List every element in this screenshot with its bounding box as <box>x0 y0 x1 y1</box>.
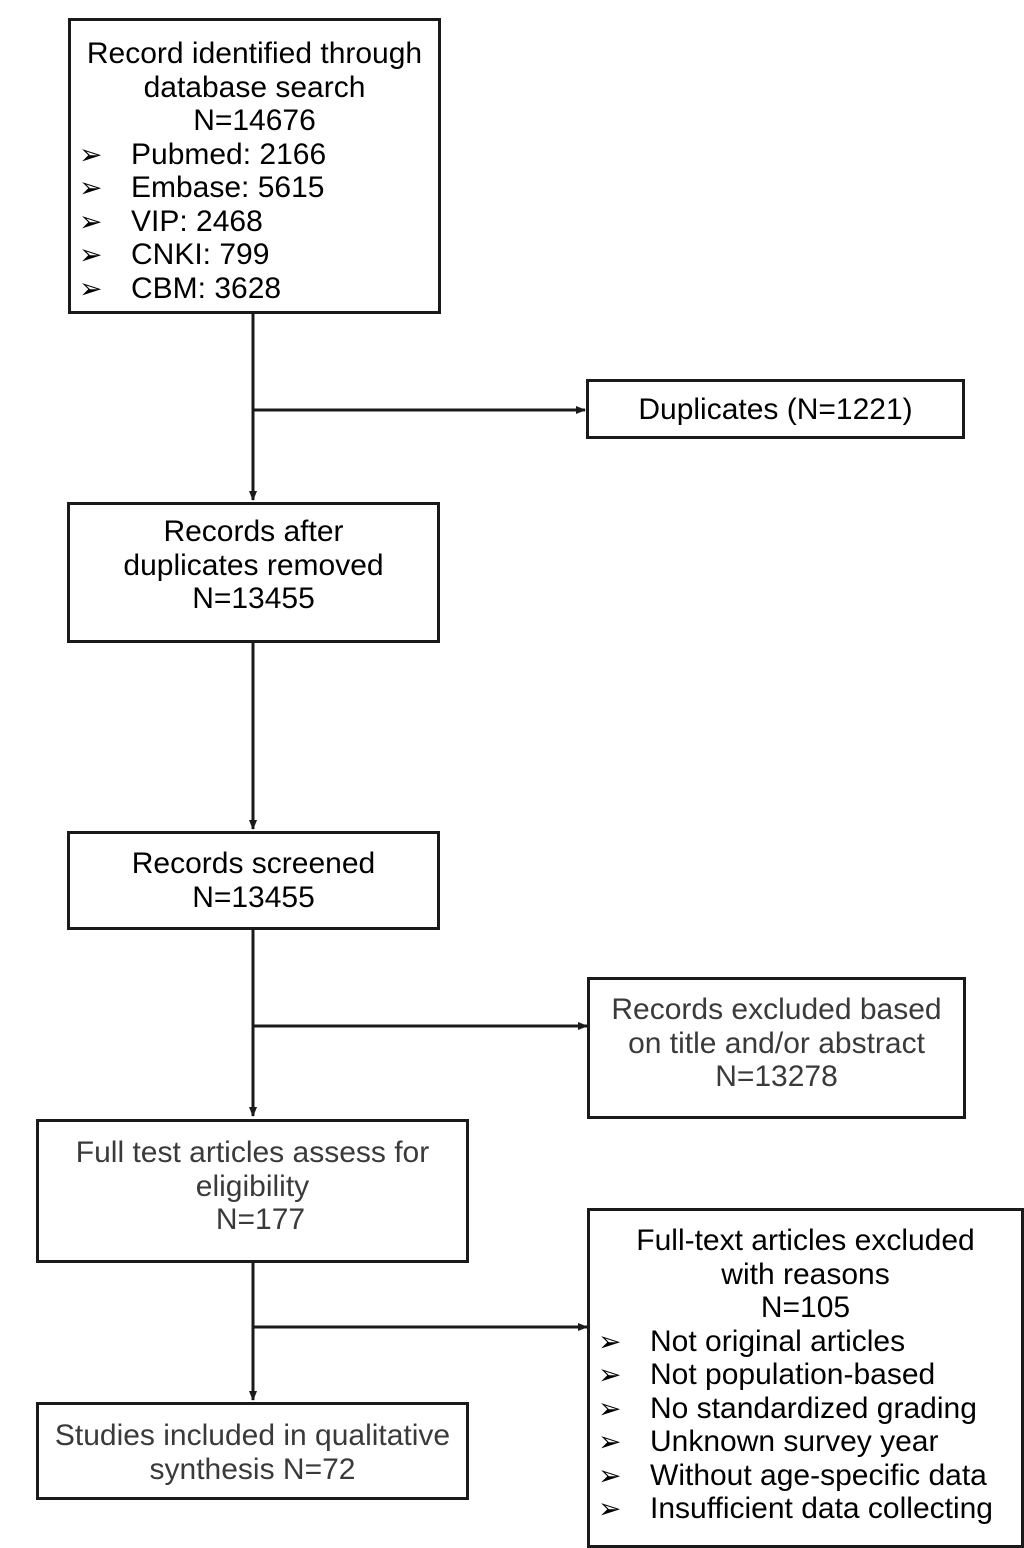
records-identified-box: Record identified through database searc… <box>68 18 441 314</box>
exclusion-reasons-list: ➢Not original articles ➢Not population-b… <box>590 1325 1021 1526</box>
list-item: ➢CBM: 3628 <box>79 271 282 305</box>
list-item: ➢Unknown survey year <box>598 1425 939 1458</box>
list-item: ➢Embase: 5615 <box>79 171 325 204</box>
box-line: Studies included in qualitative <box>54 1419 451 1452</box>
arrow-bullet-icon: ➢ <box>79 172 103 203</box>
box-count: N=13455 <box>192 880 315 914</box>
studies-included-box: Studies included in qualitative synthesi… <box>36 1402 469 1500</box>
list-item: ➢CNKI: 799 <box>79 238 270 271</box>
box-line: synthesis N=72 <box>149 1452 356 1486</box>
arrow-bullet-icon: ➢ <box>79 138 103 170</box>
box-line: Full-text articles excluded <box>636 1224 975 1257</box>
list-item: ➢VIP: 2468 <box>79 204 263 238</box>
arrow-bullet-icon: ➢ <box>79 272 103 304</box>
list-item: ➢Without age-specific data <box>598 1458 987 1492</box>
box-line: Full test articles assess for <box>75 1136 430 1169</box>
arrow-bullet-icon: ➢ <box>598 1459 622 1491</box>
list-item: ➢Not original articles <box>598 1324 906 1358</box>
box-line: Records screened <box>131 847 376 880</box>
arrow-bullet-icon: ➢ <box>79 205 103 237</box>
duplicates-box: Duplicates (N=1221) <box>586 379 965 439</box>
box-count: N=14676 <box>193 104 316 137</box>
arrow-bullet-icon: ➢ <box>598 1493 622 1524</box>
database-list: ➢Pubmed: 2166 ➢Embase: 5615 ➢VIP: 2468 ➢… <box>71 138 438 306</box>
full-text-excluded-box: Full-text articles excluded with reasons… <box>587 1208 1024 1548</box>
box-count: N=13455 <box>192 582 315 615</box>
list-item: ➢Not population-based <box>598 1358 936 1391</box>
list-item: ➢Insufficient data collecting <box>598 1492 993 1525</box>
box-line: Records excluded based <box>611 993 942 1026</box>
arrow-bullet-icon: ➢ <box>598 1392 622 1424</box>
arrow-bullet-icon: ➢ <box>598 1359 622 1390</box>
arrow-bullet-icon: ➢ <box>598 1426 622 1457</box>
box-line: Record identified through <box>86 37 423 70</box>
records-screened-box: Records screened N=13455 <box>67 831 440 930</box>
arrow-bullet-icon: ➢ <box>79 239 103 270</box>
list-item: ➢No standardized grading <box>598 1391 977 1425</box>
box-line: Duplicates (N=1221) <box>638 393 913 426</box>
full-text-assessed-box: Full test articles assess for eligibilit… <box>36 1119 469 1263</box>
box-count: N=177 <box>215 1203 306 1236</box>
box-line: with reasons <box>721 1257 890 1291</box>
records-excluded-box: Records excluded based on title and/or a… <box>587 977 966 1119</box>
arrow-bullet-icon: ➢ <box>598 1325 622 1357</box>
list-item: ➢Pubmed: 2166 <box>79 137 327 171</box>
box-line: Records after <box>163 515 344 548</box>
box-line: duplicates removed <box>123 548 384 582</box>
box-count: N=13278 <box>715 1060 838 1093</box>
box-count: N=105 <box>760 1291 851 1324</box>
box-line: on title and/or abstract <box>628 1026 925 1060</box>
box-line: database search <box>143 70 366 104</box>
records-after-duplicates-box: Records after duplicates removed N=13455 <box>67 502 440 643</box>
box-line: eligibility <box>195 1169 310 1203</box>
